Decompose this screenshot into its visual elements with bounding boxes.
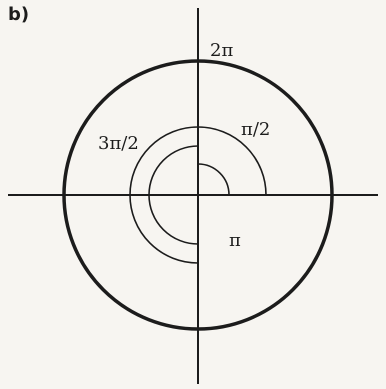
full-circle-2pi — [62, 59, 334, 331]
arc-pi — [148, 145, 199, 245]
panel-label: b) — [8, 4, 30, 25]
arc-half-pi — [197, 126, 267, 196]
arc-inner-half-pi — [197, 163, 230, 196]
label-three-half-pi: 3π/2 — [98, 133, 139, 154]
label-two-pi: 2π — [210, 40, 234, 61]
label-pi: π — [229, 230, 241, 251]
arc-three-half-pi — [129, 126, 199, 264]
label-half-pi: π/2 — [241, 119, 271, 140]
